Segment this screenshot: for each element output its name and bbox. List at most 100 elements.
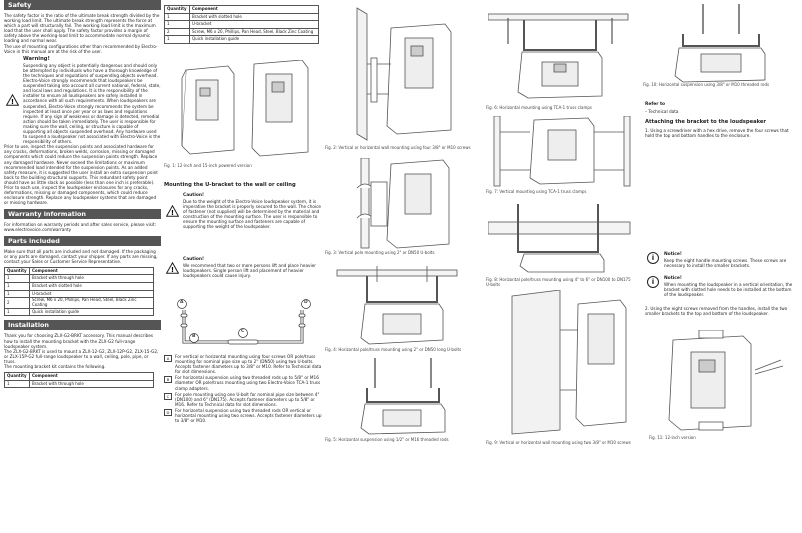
label-c: C [241,329,245,334]
installation-heading: Installation [4,320,161,331]
warning-title: Warning! [23,55,50,62]
component-cell: Quick installation guide [189,35,319,44]
component-cell: Quick installation guide [29,307,154,317]
qty-cell: 1 [4,307,30,317]
component-cell: U-bracket [189,20,319,29]
safety-intro-2: The use of mounting configurations other… [4,43,158,54]
component-cell: Bracket with through hole [29,274,154,284]
warranty-text: For information on warranty periods and … [4,222,157,233]
column-4: Fig. 6: Horizontal mounting using TCA-1 … [486,0,636,533]
svg-text:!: ! [10,98,13,106]
table-header-cell: Component [29,266,154,276]
label-d: D [304,300,308,305]
installation-text-3: The mounting bracket kit contains the fo… [4,363,106,369]
qty-cell: 1 [4,379,30,389]
svg-text:!: ! [170,209,173,217]
attach-heading: Attaching the bracket to the loudspeaker [645,119,766,125]
info-icon: i [647,276,659,288]
fig5-threaded-rod-illustration [360,358,446,435]
component-cell: Bracket with slotted hole [189,12,319,22]
qty-cell: 2 [4,297,30,309]
fig4-truss-mount-illustration [336,266,458,345]
installation-text-2: The ZLX-G2-BRKT is used to mount a ZLX-1… [4,348,159,364]
warning-text: Suspending any object is potentially dan… [23,62,161,145]
mount-heading: Mounting the U-bracket to the wall or ce… [164,182,296,188]
label-a: A [180,300,184,305]
component-cell: Bracket with slotted hole [29,282,154,291]
fig7-vertical-truss-illustration [493,116,631,187]
parts-heading: Parts included [4,235,161,246]
fig2-caption: Fig. 2: Vertical or horizontal wall moun… [325,145,471,150]
option-letter: D [164,408,172,416]
component-cell: Screw, M6 x 20, Phillips, Pan Head, Stee… [29,297,154,309]
table-header-cell: Quantity [164,5,190,14]
safety-intro: The safety factor is the ratio of the ul… [4,13,160,44]
fig3-caption: Fig. 3: Vertical pole mounting using 2" … [325,250,435,255]
label-b: B [192,334,196,339]
table-header-row: Quantity Component [164,5,319,14]
option-text: For vertical or horizontal mounting usin… [175,354,322,375]
warranty-heading: Warranty information [4,209,161,220]
option-letter: A [164,355,172,362]
component-cell: Screw, M6 x 20, Phillips, Pan Head, Stee… [189,27,319,37]
fig1-loudspeaker-illustration [181,60,309,157]
qty-cell: 2 [164,27,190,37]
table-header-row: Quantity Component [4,372,154,381]
table-header-row: Quantity Component [4,266,154,276]
notice-1-title: Notice! [664,252,682,257]
option-text: For horizontal suspension using two thre… [175,375,321,391]
step-2: 2. Using the eight screws removed from t… [645,306,788,317]
table-header-cell: Quantity [4,266,30,276]
option-letter: C [164,392,172,400]
column-1: Safety The safety factor is the ratio of… [4,0,161,533]
caution-triangle-icon: ! [164,193,180,230]
fig1-caption: Fig. 1: 12-inch and 15-inch powered vers… [164,163,252,168]
caution-2-text: We recommend that two or more persons li… [183,263,316,279]
fig3-pole-mount-illustration [356,158,450,249]
step-1: 1. Using a screwdriver with a hex drive,… [645,128,789,139]
option-text: For horizontal suspension using two thre… [175,407,322,424]
qty-cell: 1 [164,20,190,29]
qty-cell: 1 [4,274,30,284]
qty-cell: 1 [4,289,30,299]
table-header-cell: Component [189,5,319,14]
caution-2-title: Caution! [183,257,205,262]
fig9-wall-mount-illustration [511,290,627,435]
prior-text: Prior to use, inspect the suspension poi… [4,144,158,206]
fig11-bracket-attach-illustration [668,330,784,431]
fig10-threaded-rod-illustration [674,4,766,83]
u-bracket-illustration [177,299,311,345]
component-cell: Bracket with through hole [29,379,154,389]
fig6-truss-clamp-illustration [488,13,629,99]
notice-2-text: When mounting the loudspeaker in a verti… [664,282,793,298]
table-header-cell: Quantity [4,372,30,381]
installation-text-1: Thank you for choosing ZLX-G2-BRKT acces… [4,333,154,349]
option-letter: B [164,376,172,384]
fig5-caption: Fig. 5: Horizontal suspension using 1/2"… [325,437,449,442]
fig7-caption: Fig. 7: Vertical mounting using TCA-1 tr… [486,189,587,194]
qty-cell: 1 [4,282,30,291]
warning-triangle-icon: ! [4,56,20,145]
column-3: Fig. 2: Vertical or horizontal wall moun… [325,0,483,533]
notice-2-title: Notice! [664,276,682,281]
option-text: For pole mounting using one U-bolt for n… [175,391,320,407]
fig10-caption: Fig. 10: Horizontal suspension using 3/8… [643,82,770,87]
fig8-large-pole-illustration [488,204,631,273]
refer-item: – Technical data [645,109,679,114]
